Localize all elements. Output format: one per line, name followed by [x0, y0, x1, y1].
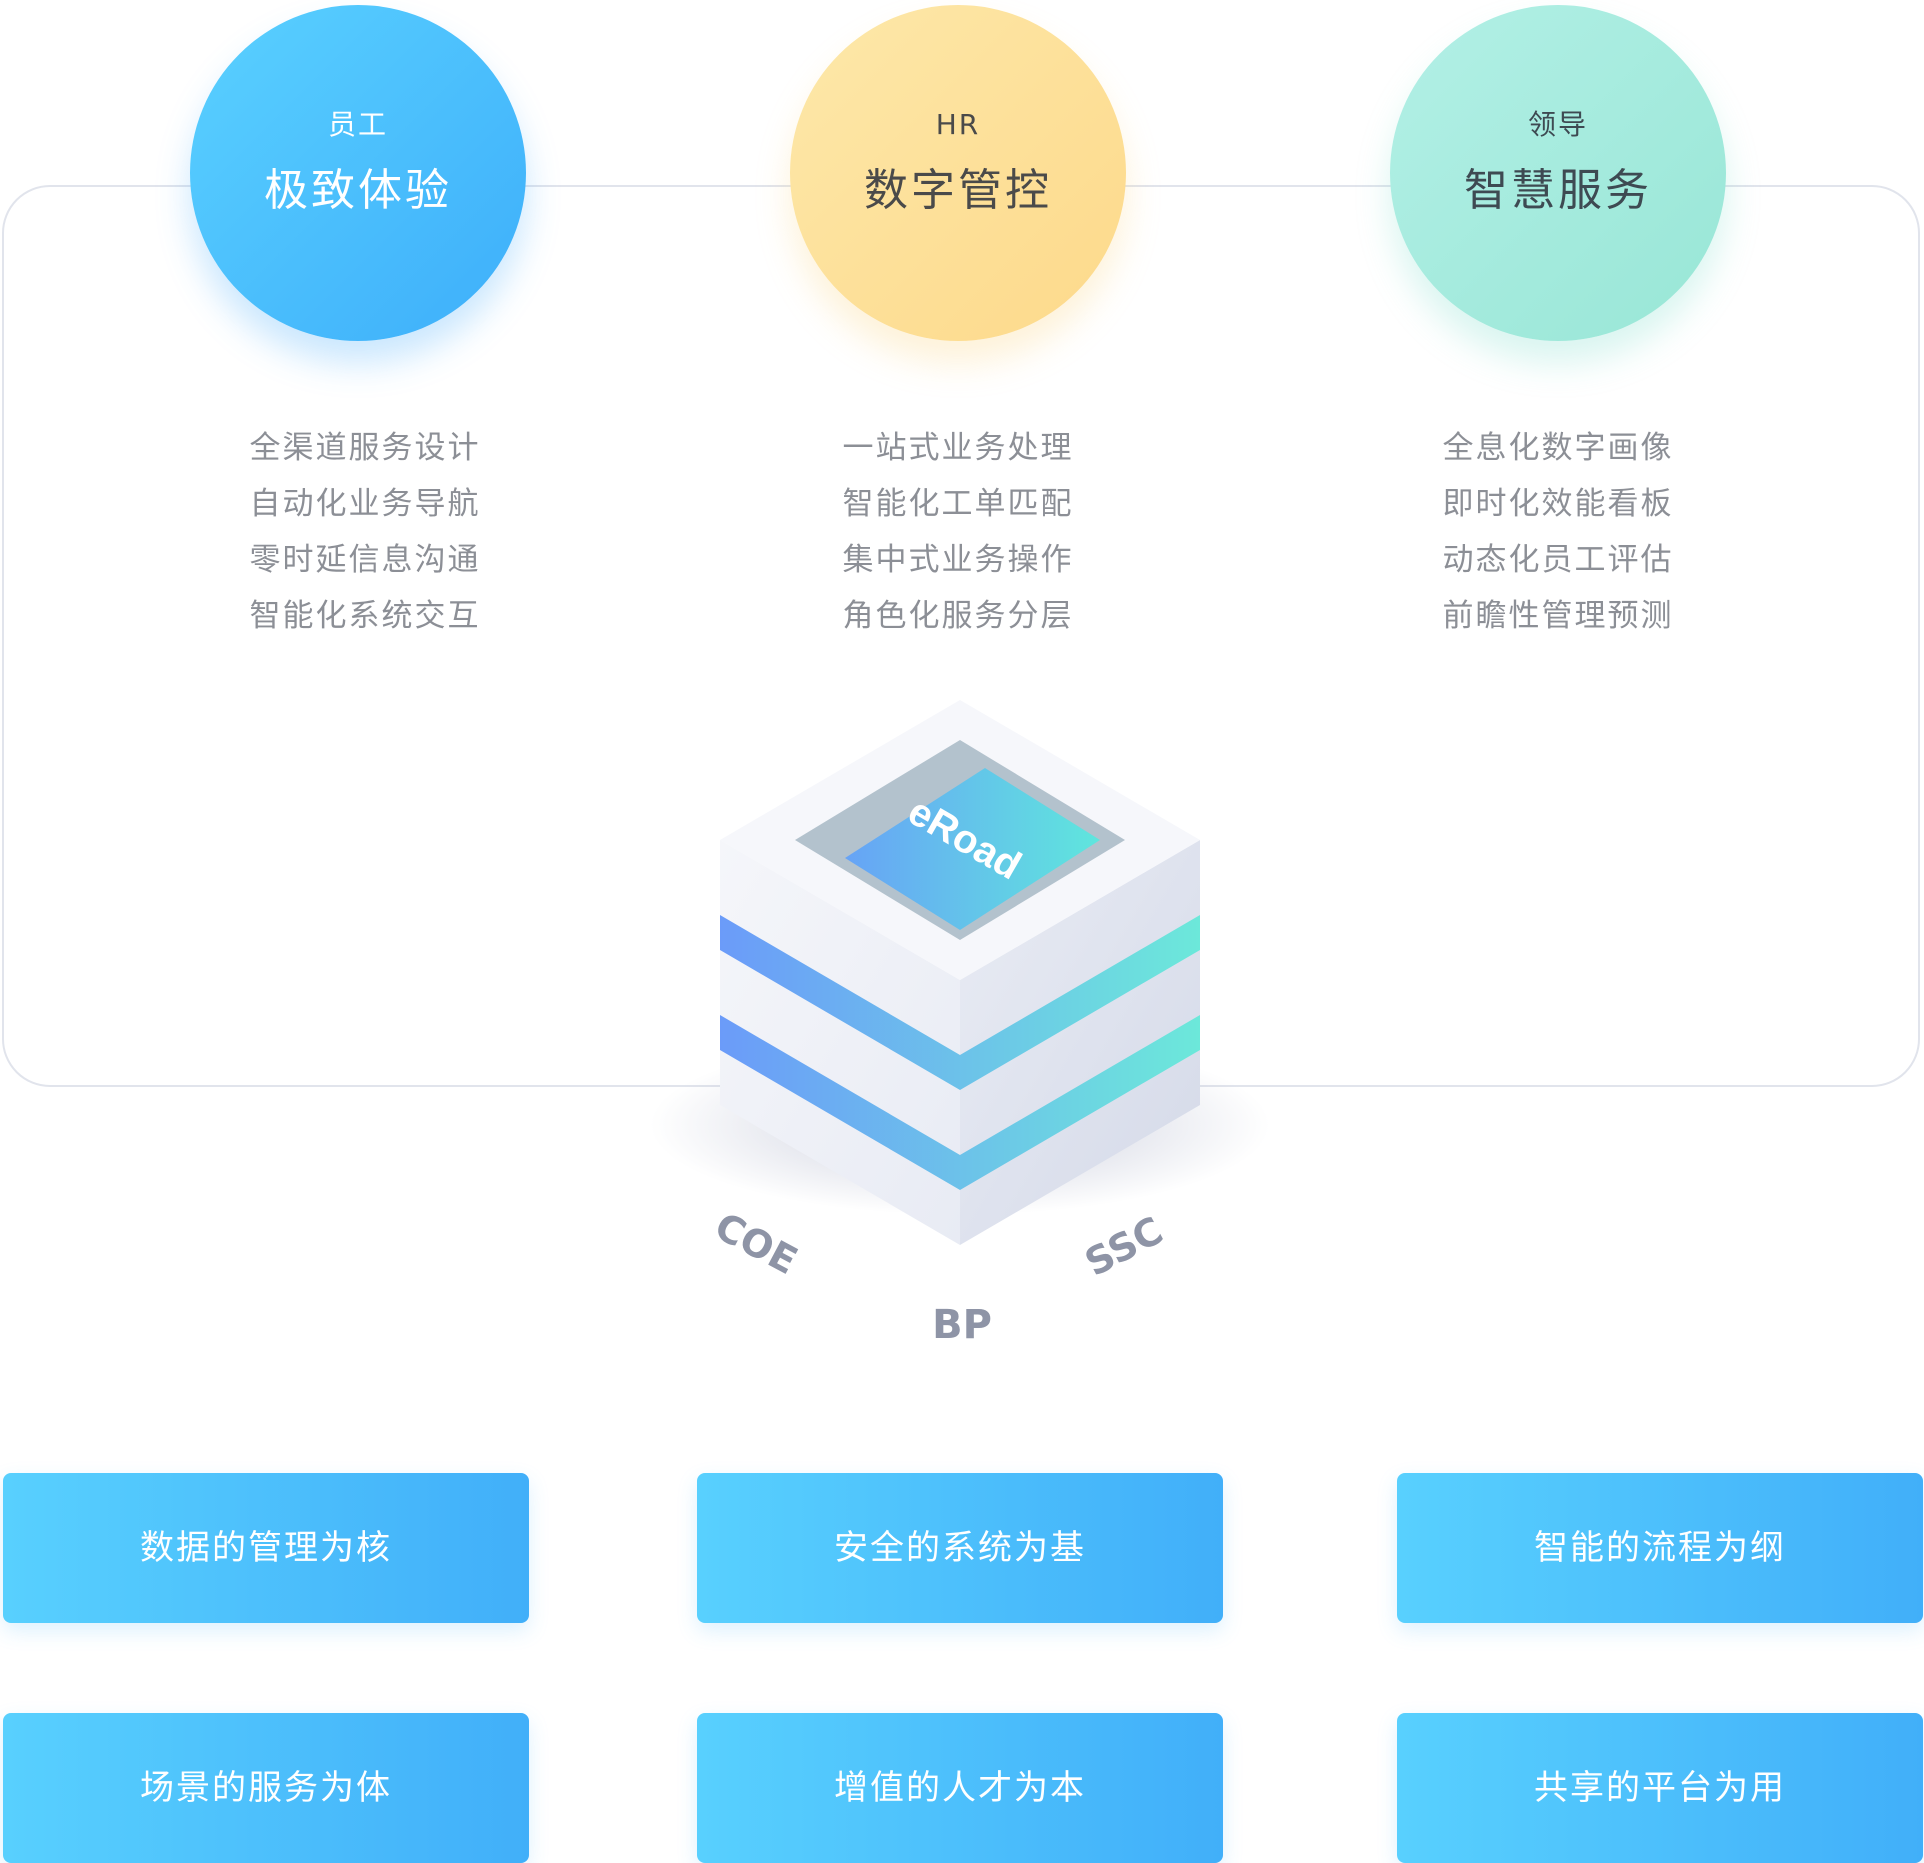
feature-item: 全息化数字画像 [1442, 430, 1674, 466]
pillar-shared-platform: 共享的平台为用 [1397, 1713, 1923, 1863]
cube-band-upper [720, 915, 1200, 1090]
leader-feature-list: 全息化数字画像 即时化效能看板 动态化员工评估 前瞻性管理预测 [1378, 420, 1738, 644]
side-label-bp: BP [932, 1302, 992, 1348]
pillar-scenario-service: 场景的服务为体 [3, 1713, 529, 1863]
feature-item: 一站式业务处理 [842, 430, 1074, 466]
role-circle-employee: 员工 极致体验 [190, 5, 526, 341]
feature-item: 角色化服务分层 [842, 598, 1074, 634]
core-cube: eRoad COE BP SSC [650, 700, 1270, 1348]
role-circle-leader: 领导 智慧服务 [1390, 5, 1726, 341]
feature-item: 全渠道服务设计 [249, 430, 481, 466]
hr-feature-list: 一站式业务处理 智能化工单匹配 集中式业务操作 角色化服务分层 [778, 420, 1138, 644]
role-label: 领导 [1527, 108, 1588, 141]
side-label-coe: COE [708, 1204, 805, 1283]
role-title: 智慧服务 [1464, 165, 1652, 216]
feature-item: 智能化工单匹配 [842, 486, 1074, 522]
feature-item: 智能化系统交互 [249, 598, 481, 634]
feature-item: 自动化业务导航 [249, 486, 481, 522]
pillar-intelligent-process: 智能的流程为纲 [1397, 1473, 1923, 1623]
pillar-value-talent: 增值的人才为本 [697, 1713, 1223, 1863]
role-title: 数字管控 [864, 165, 1052, 216]
screen [845, 768, 1100, 930]
pillar-secure-system: 安全的系统为基 [697, 1473, 1223, 1623]
cube-band-lower [720, 1015, 1200, 1190]
employee-feature-list: 全渠道服务设计 自动化业务导航 零时延信息沟通 智能化系统交互 [185, 420, 545, 644]
role-label: 员工 [327, 108, 388, 141]
feature-item: 前瞻性管理预测 [1442, 598, 1674, 634]
feature-item: 零时延信息沟通 [249, 542, 481, 578]
feature-item: 动态化员工评估 [1442, 542, 1674, 578]
side-label-ssc: SSC [1078, 1208, 1170, 1285]
role-title: 极致体验 [264, 165, 452, 216]
pillar-data-management: 数据的管理为核 [3, 1473, 529, 1623]
role-label: HR [935, 108, 981, 141]
feature-item: 集中式业务操作 [842, 542, 1074, 578]
role-circle-hr: HR 数字管控 [790, 5, 1126, 341]
feature-item: 即时化效能看板 [1442, 486, 1674, 522]
